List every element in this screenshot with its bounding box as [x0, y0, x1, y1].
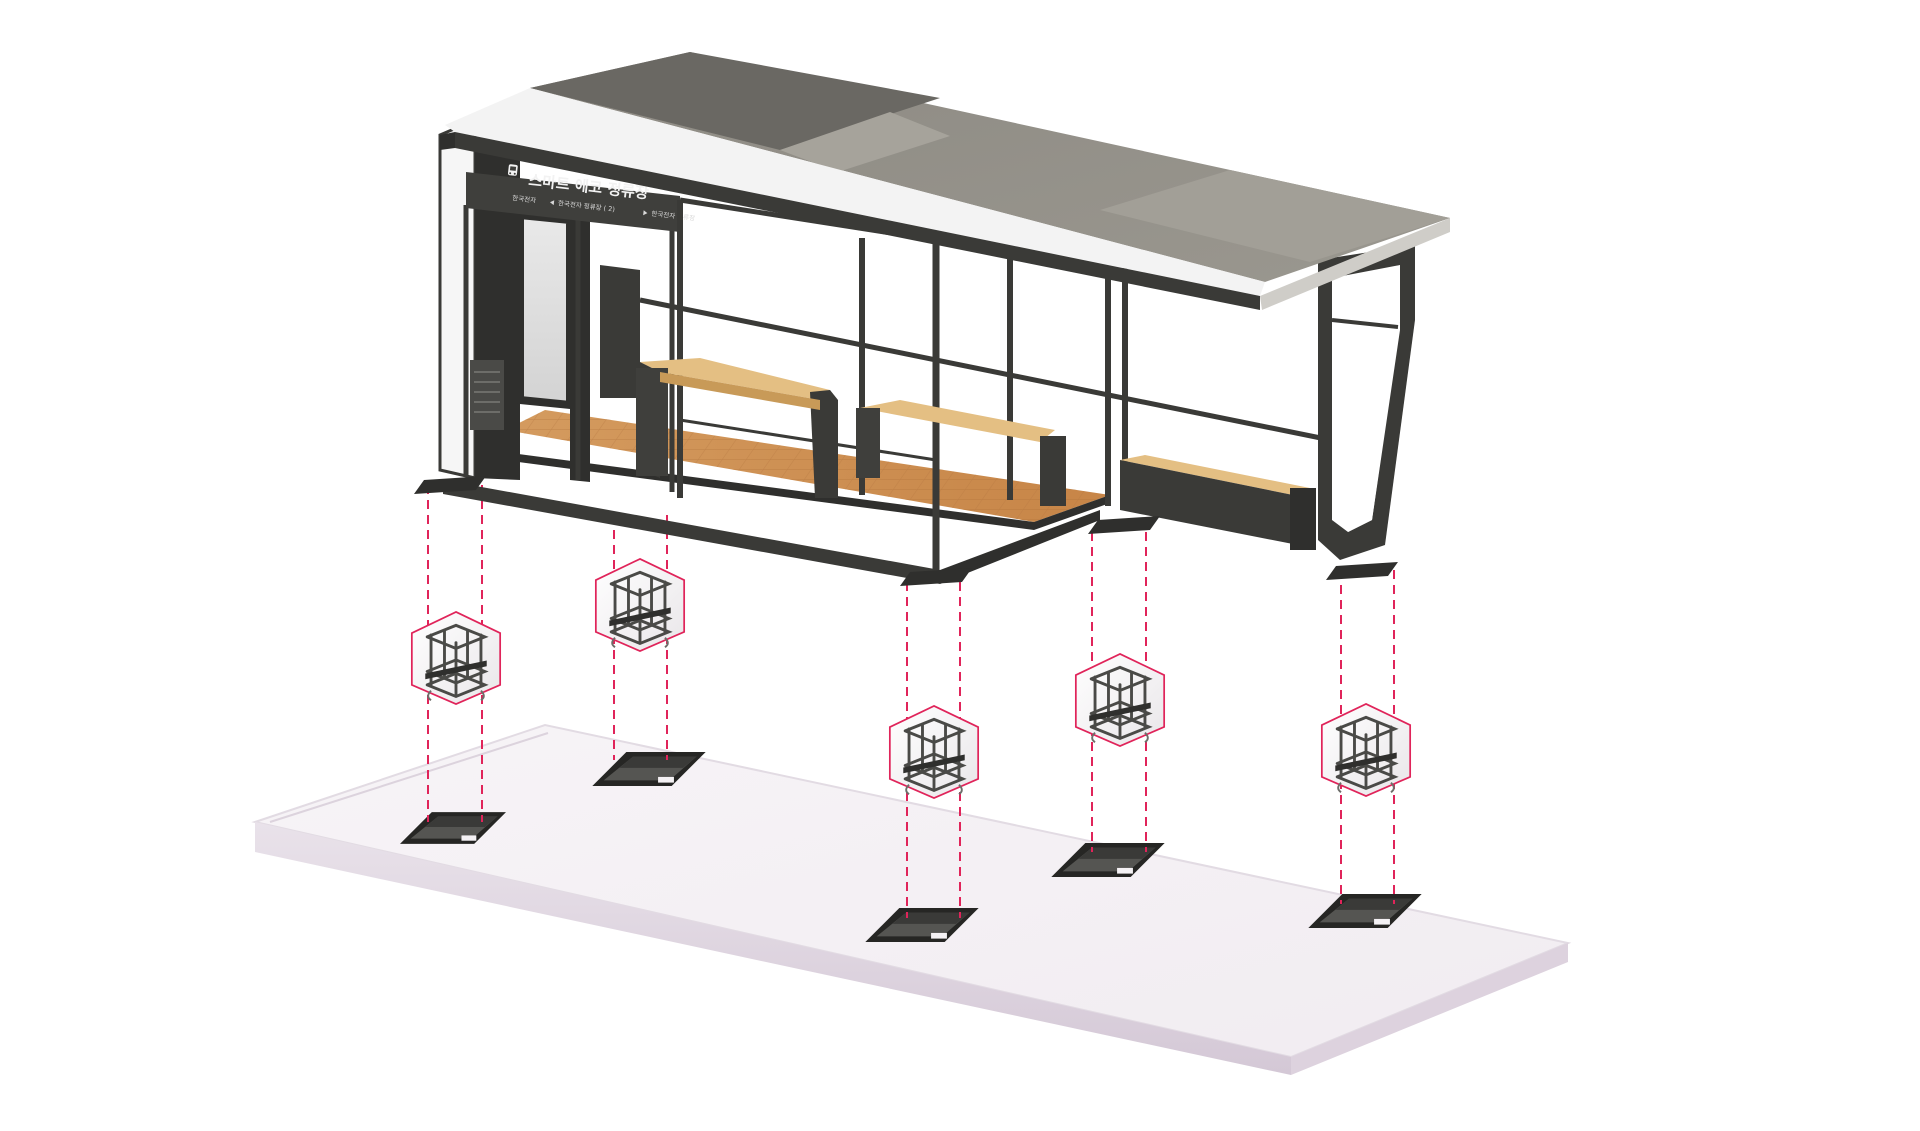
route-from: 한국전자: [512, 193, 537, 205]
roof: [440, 52, 1450, 310]
base-plates: [414, 476, 1398, 586]
floor-deck: [443, 410, 1110, 584]
bus-icon: [507, 164, 518, 176]
anchor-frame-icon: [410, 610, 502, 706]
anchor-frame-icon: [1320, 702, 1412, 798]
left-module: [438, 117, 675, 492]
anchor-frame-icon: [888, 704, 980, 800]
anchor-frame-icon: [1074, 652, 1166, 748]
ground-slab: [251, 723, 1572, 1075]
bus-shelter: 스마트 에코 정류장 한국전자 한국전자 정류장 ( 2) 한국전자 정류장: [414, 52, 1450, 586]
right-end-panel: [1318, 245, 1415, 560]
anchor-frame-icon: [594, 557, 686, 653]
benches: [636, 358, 1316, 550]
